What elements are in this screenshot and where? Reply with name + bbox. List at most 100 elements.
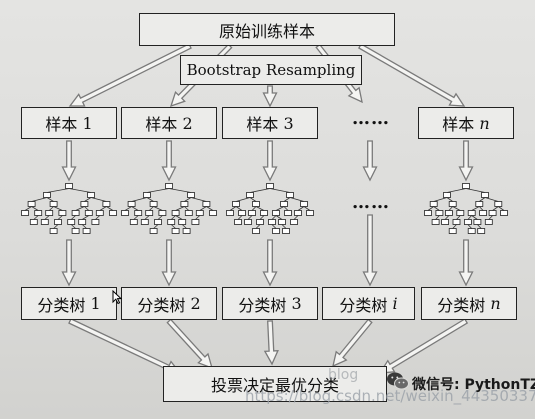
arrow-tree-to-classifier-1: [61, 239, 77, 287]
decision-tree-1-edge: [84, 206, 90, 211]
decision-tree-1-edge: [81, 215, 90, 220]
classifier-tree-box-n: 分类树 n: [421, 287, 517, 320]
decision-tree-3-node: [278, 219, 286, 225]
decision-tree-1-edge: [95, 215, 101, 220]
decision-tree-n-edge: [446, 197, 453, 202]
arrow-tree-to-classifier-2: [161, 239, 177, 287]
decision-tree-n-edge: [479, 197, 486, 202]
decision-tree-2-edge: [168, 188, 192, 193]
decision-tree-2-edge: [170, 224, 176, 229]
decision-tree-3-edge: [269, 188, 291, 193]
decision-tree-3-edge: [271, 224, 277, 229]
decision-tree-1-edge: [70, 224, 76, 229]
decision-tree-1-edge: [75, 206, 85, 211]
decision-tree-2-node: [154, 219, 162, 225]
decision-tree-1-edge: [57, 215, 63, 220]
classifier-tree-label-3-prefix: 分类树: [238, 295, 287, 315]
decision-tree-3-node: [234, 219, 242, 225]
decision-tree-1-node: [45, 210, 54, 216]
decision-tree-1-edge: [31, 206, 39, 211]
decision-tree-n-node: [494, 201, 503, 207]
decision-tree-1-node: [49, 228, 58, 234]
original-training-samples-label: 原始训练样本: [218, 21, 315, 41]
decision-tree-1-node: [71, 210, 80, 216]
decision-tree-2-edge: [124, 206, 132, 211]
decision-tree-n-node: [463, 219, 472, 225]
decision-tree-3-node: [290, 219, 298, 225]
decision-tree-2-node: [209, 210, 217, 216]
arrow-root-to-sample-n: [358, 43, 466, 107]
decision-tree-3-node: [284, 210, 292, 216]
decision-tree-1-edge: [81, 224, 87, 229]
decision-tree-1-node: [34, 210, 43, 216]
decision-tree-1-node: [82, 228, 91, 234]
arrow-root-to-sample-1: [68, 43, 192, 107]
decision-tree-2-edge: [146, 188, 170, 193]
decision-tree-2-edge: [131, 197, 148, 202]
decision-tree-3-node: [306, 210, 314, 216]
decision-tree-3-node: [272, 228, 280, 234]
arrow-ellipsis-to-tree: [362, 140, 378, 182]
decision-tree-2-edge: [148, 206, 154, 211]
arrow-classifier-2-to-vote: [166, 318, 213, 370]
decision-tree-2-node: [149, 228, 158, 234]
decision-tree-1-node: [54, 219, 62, 225]
classifier-tree-box-2: 分类树 2: [121, 287, 217, 320]
decision-tree-n-edge: [452, 224, 457, 229]
decision-tree-2-edge: [206, 206, 214, 211]
decision-tree-n-node: [479, 210, 488, 216]
decision-tree-3-edge: [271, 215, 277, 220]
decision-tree-n-edge: [498, 206, 505, 211]
arrow-classifier-n-to-vote: [378, 318, 469, 374]
decision-tree-1-node: [87, 192, 95, 198]
decision-tree-3-node: [226, 210, 234, 216]
decision-tree-2-node: [171, 228, 180, 234]
decision-tree-2-node: [149, 201, 158, 207]
decision-tree-1-node: [102, 201, 111, 207]
decision-tree-3-node: [280, 201, 288, 207]
arrow-root-to-sample-3: [262, 85, 278, 108]
decision-tree-2-edge: [190, 197, 207, 202]
decision-tree-2-edge: [157, 215, 163, 220]
decision-tree-2-node: [143, 192, 151, 198]
decision-tree-3-edge: [293, 215, 299, 220]
decision-tree-1-node: [67, 219, 76, 225]
decision-tree-3-edge: [251, 206, 257, 211]
classifier-tree-box-3: 分类树 3: [222, 287, 318, 320]
decision-tree-2-node: [121, 210, 129, 216]
classifier-tree-box-i: 分类树 i: [322, 287, 415, 320]
decision-tree-3-node: [244, 219, 252, 225]
decision-tree-3-node: [260, 210, 268, 216]
decision-tree-3-node: [286, 192, 294, 198]
decision-tree-2-edge: [170, 215, 176, 220]
arrow-classifier-i-to-vote: [332, 318, 373, 368]
decision-tree-n-node: [467, 210, 476, 216]
classifier-tree-label-i-index: i: [392, 294, 398, 313]
arrow-sample-to-tree-3: [262, 140, 278, 182]
decision-tree-1-edge: [106, 206, 114, 211]
classifier-tree-label-n-prefix: 分类树: [437, 295, 486, 315]
arrow-tree-to-classifier-n: [458, 239, 474, 287]
decision-tree-n-edge: [467, 215, 472, 220]
decision-tree-1-node: [29, 219, 38, 225]
decision-tree-n-edge: [456, 215, 461, 220]
sample-label-1-index: 1: [82, 113, 93, 133]
decision-tree-n-node: [431, 219, 440, 225]
decision-tree-2-node: [145, 210, 154, 216]
decision-tree-2-node: [127, 201, 136, 207]
decision-tree-2-node: [191, 219, 200, 225]
decision-tree-n-node: [424, 210, 432, 216]
decision-tree-2-node: [158, 210, 167, 216]
decision-tree-n-edge: [427, 206, 434, 211]
decision-tree-2-node: [195, 210, 204, 216]
classifier-tree-label-3-index: 3: [291, 294, 302, 313]
decision-tree-n-edge: [465, 188, 486, 193]
decision-tree-1-edge: [90, 197, 107, 202]
decision-tree-2-edge: [153, 224, 159, 229]
sample-box-n: 样本 n: [418, 107, 514, 139]
decision-tree-3-edge: [275, 215, 283, 220]
arrow-classifier-3-to-vote: [263, 320, 279, 366]
decision-tree-n-edge: [471, 215, 478, 220]
vote-decision-box: 投票决定最优分类: [163, 366, 387, 402]
decision-tree-2-edge: [175, 215, 183, 220]
